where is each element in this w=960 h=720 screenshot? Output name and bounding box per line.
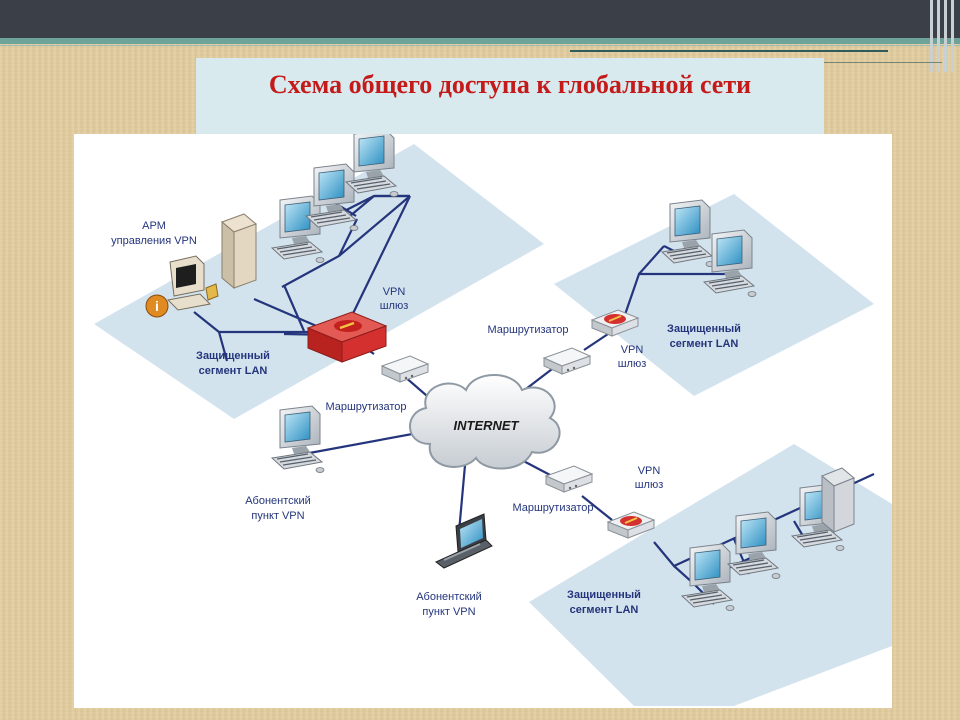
lan-segment-main [94,144,544,419]
lan-right-label-1: Защищенный [667,323,741,335]
server-icon [821,467,855,534]
corner-decoration [930,0,954,72]
router-right-label: Маршрутизатор [487,324,568,336]
subscriber-left-label-1: Абонентский [245,495,311,507]
computer-icon [305,163,359,232]
network-diagram: i INTERNET [94,129,892,706]
svg-text:i: i [155,298,159,314]
key-icon: i [145,294,169,318]
lan-segment-right [554,194,874,396]
subscriber-bottom-label-1: Абонентский [416,591,482,603]
router-bottom-label: Маршрутизатор [512,502,593,514]
internet-label: INTERNET [454,418,520,433]
header-rule [570,50,888,52]
teal-band [0,38,960,44]
vpn-gateway-bottom-label-1: VPN [638,465,661,477]
lan-right-label-2: сегмент LAN [670,338,739,350]
vpn-gateway-right-label-2: шлюз [618,358,647,370]
vpn-gateway-main-label-2: шлюз [380,300,409,312]
top-bar [0,0,960,38]
computer-icon [271,405,325,474]
computer-icon [345,129,399,198]
teal-line [0,45,960,46]
router-main-label: Маршрутизатор [325,401,406,413]
vpn-gateway-bottom-label-2: шлюз [635,479,664,491]
diagram-canvas: i INTERNET [74,129,892,708]
subscriber-left-label-2: пункт VPN [251,510,304,522]
computer-icon [727,511,781,580]
arm-label-line1: АРМ [142,220,166,232]
laptop-icon [435,513,493,569]
internet-cloud-icon: INTERNET [409,374,561,470]
vpn-gateway-main-icon [306,311,388,363]
subscriber-bottom-label-2: пункт VPN [422,606,475,618]
computer-icon [703,229,757,298]
vpn-gateway-main-label-1: VPN [383,286,406,298]
arm-workstation-icon [166,255,219,311]
lan-main-label-1: Защищенный [196,350,270,362]
router-bottom-icon [545,465,593,493]
lan-bottom-label-2: сегмент LAN [570,604,639,616]
computer-icon [661,199,715,268]
lan-main-label-2: сегмент LAN [199,365,268,377]
vpn-gateway-right-label-1: VPN [621,344,644,356]
arm-label-line2: управления VPN [111,235,197,247]
slide-title: Схема общего доступа к глобальной сети [268,70,752,99]
server-icon [221,213,257,290]
lan-bottom-label-1: Защищенный [567,589,641,601]
title-box: Схема общего доступа к глобальной сети [196,58,824,136]
computer-icon [681,543,735,612]
router-main-icon [381,355,429,383]
